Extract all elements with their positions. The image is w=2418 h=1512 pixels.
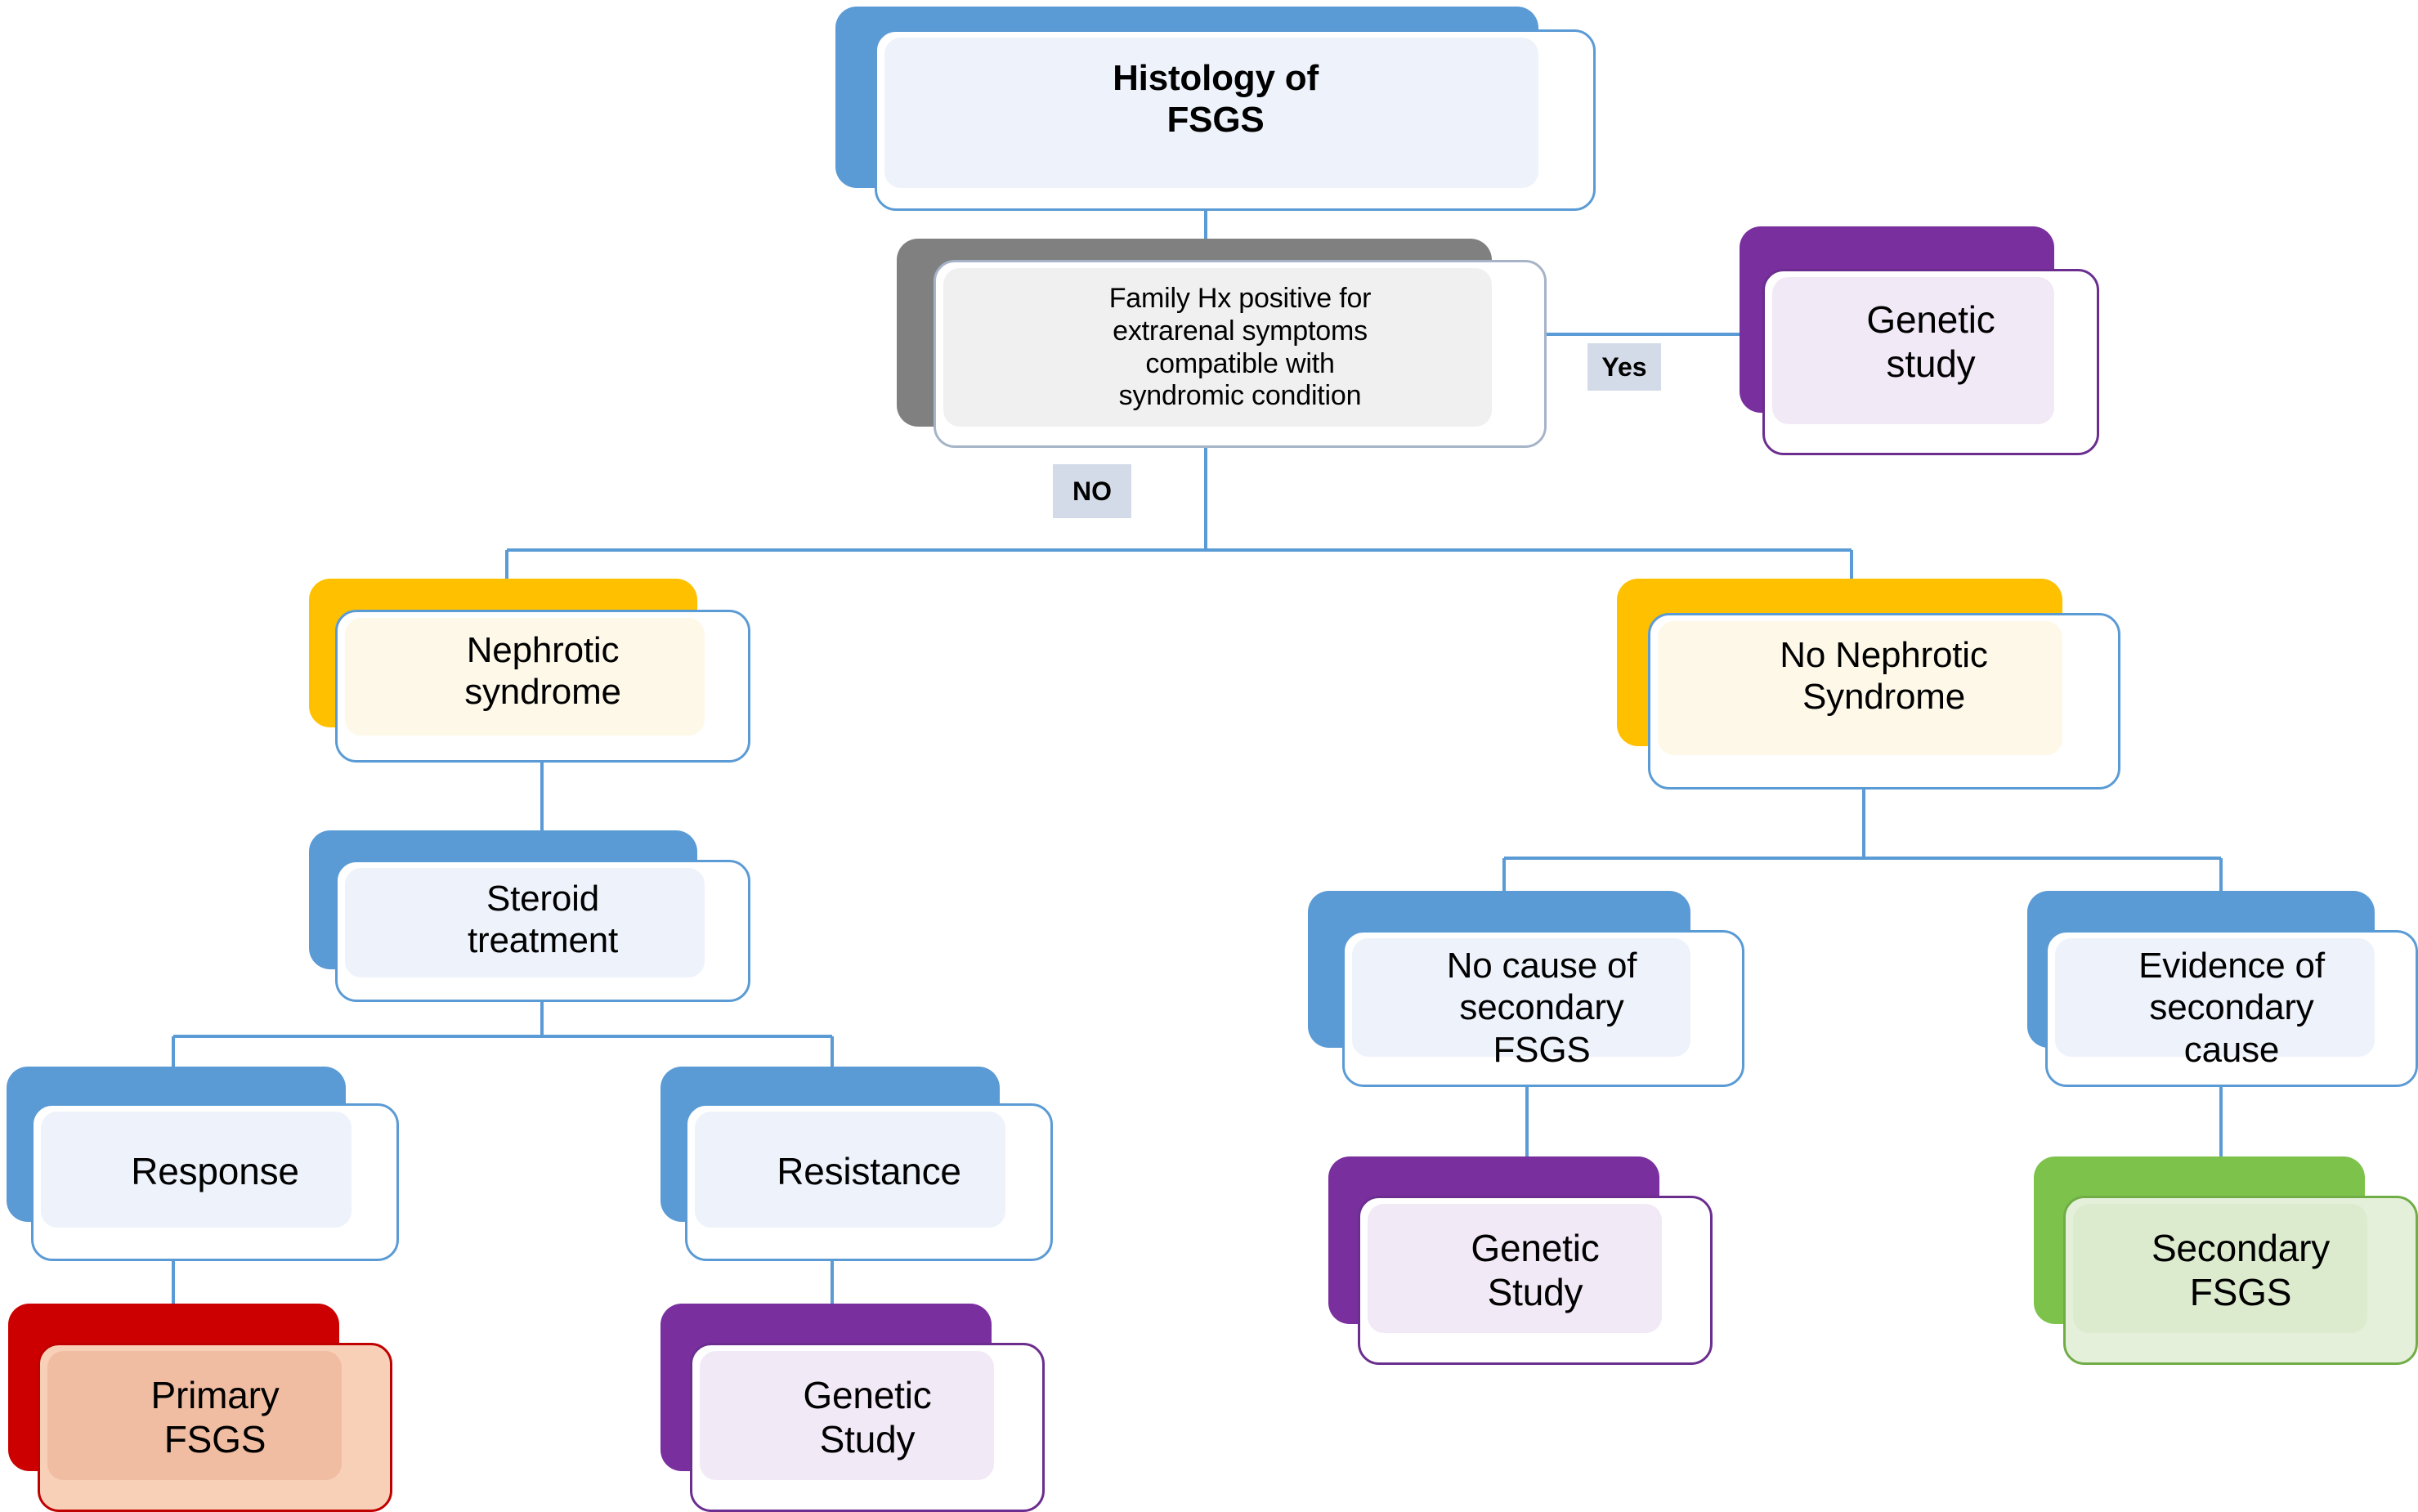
node-primary-fsgs[interactable]: Primary FSGS xyxy=(8,1304,392,1512)
node-fill xyxy=(47,1351,342,1480)
node-fill xyxy=(700,1351,994,1480)
node-label: Primary FSGS xyxy=(150,1374,280,1461)
node-fill xyxy=(345,868,705,977)
node-label: Histology of FSGS xyxy=(1113,58,1319,141)
node-fill xyxy=(41,1112,352,1228)
node-fill xyxy=(695,1112,1005,1228)
node-label: Secondary FSGS xyxy=(2151,1227,2331,1313)
node-label: Response xyxy=(131,1150,299,1192)
node-genetic-study-no-cause[interactable]: Genetic Study xyxy=(1328,1156,1713,1365)
edge-label-yes: Yes xyxy=(1587,343,1661,391)
node-label: No Nephrotic Syndrome xyxy=(1780,635,1988,718)
node-label: Genetic Study xyxy=(803,1374,932,1461)
node-label: Evidence of secondary cause xyxy=(2138,946,2325,1070)
node-fill xyxy=(943,268,1492,427)
node-label: Resistance xyxy=(777,1150,961,1192)
node-fill xyxy=(1772,277,2054,424)
node-steroid-treatment[interactable]: Steroid treatment xyxy=(309,830,750,1002)
node-label: Genetic Study xyxy=(1471,1227,1600,1313)
node-fill xyxy=(1368,1204,1662,1333)
node-genetic-study-syndromic[interactable]: Genetic study xyxy=(1740,226,2099,455)
node-label: Steroid treatment xyxy=(467,879,619,961)
node-family-hx[interactable]: Family Hx positive for extrarenal sympto… xyxy=(897,239,1547,448)
node-fill xyxy=(2055,938,2375,1057)
edge-label-no: NO xyxy=(1053,464,1131,518)
node-response[interactable]: Response xyxy=(7,1067,399,1261)
node-fill xyxy=(2073,1204,2367,1333)
node-fill xyxy=(1352,938,1690,1057)
node-label: Family Hx positive for extrarenal sympto… xyxy=(1108,283,1372,412)
node-fill xyxy=(884,38,1538,188)
node-no-cause-secondary-fsgs[interactable]: No cause of secondary FSGS xyxy=(1308,891,1744,1087)
node-label: Genetic study xyxy=(1866,298,1995,385)
node-label: Nephrotic syndrome xyxy=(464,630,621,713)
node-no-nephrotic-syndrome[interactable]: No Nephrotic Syndrome xyxy=(1617,579,2120,790)
node-histology-fsgs[interactable]: Histology of FSGS xyxy=(835,7,1596,211)
node-nephrotic-syndrome[interactable]: Nephrotic syndrome xyxy=(309,579,750,763)
node-genetic-study-resistance[interactable]: Genetic Study xyxy=(660,1304,1045,1512)
node-label: No cause of secondary FSGS xyxy=(1446,946,1637,1070)
node-secondary-fsgs[interactable]: Secondary FSGS xyxy=(2034,1156,2418,1365)
node-fill xyxy=(1658,621,2062,755)
node-fill xyxy=(345,618,705,736)
node-resistance[interactable]: Resistance xyxy=(660,1067,1053,1261)
node-evidence-secondary-cause[interactable]: Evidence of secondary cause xyxy=(2027,891,2418,1087)
